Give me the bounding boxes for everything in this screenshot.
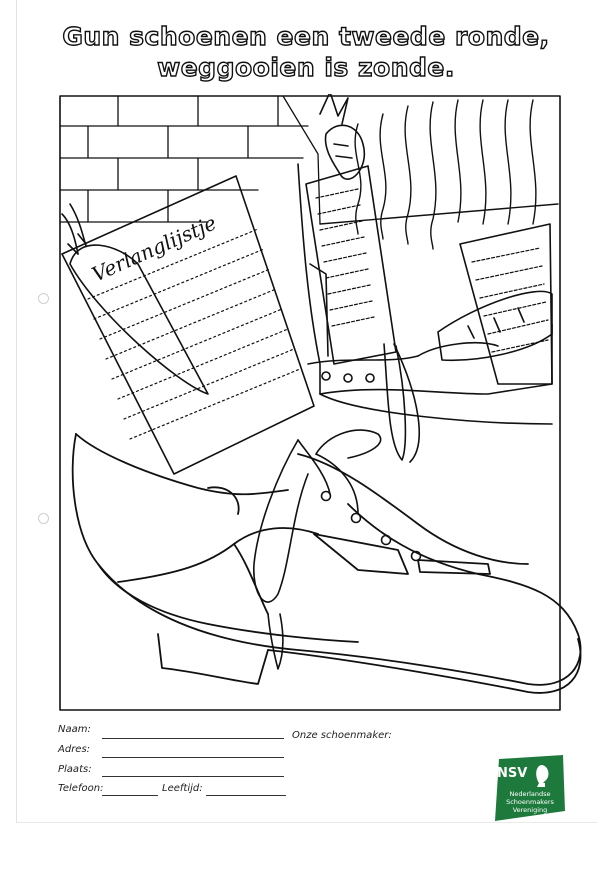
wish-list-paper <box>61 175 315 475</box>
punch-hole <box>38 513 49 524</box>
punch-hole <box>38 293 49 304</box>
phone-label: Telefoon: <box>58 783 104 794</box>
lace-front <box>253 429 382 670</box>
title-line-1: Gun schoenen een tweede ronde, <box>62 21 550 51</box>
shoemaker-label: Onze schoenmaker: <box>292 730 392 741</box>
shoe-eyelets <box>320 490 422 562</box>
address-field-line[interactable] <box>102 757 284 758</box>
nsv-logo <box>495 755 565 821</box>
logo-abbr: NSV <box>497 766 528 781</box>
list-paper-back <box>305 165 397 365</box>
place-field-line[interactable] <box>102 776 284 777</box>
illustration-frame <box>59 95 561 711</box>
age-field-line[interactable] <box>206 795 286 796</box>
phone-field-line[interactable] <box>102 795 158 796</box>
brick-wall <box>59 95 321 225</box>
address-label: Adres: <box>58 744 91 755</box>
title-line-2: weggooien is zonde. <box>156 52 455 82</box>
page-edge <box>16 0 597 823</box>
carrot-right <box>437 290 553 362</box>
back-shoe <box>297 163 553 425</box>
place-label: Plaats: <box>58 764 92 775</box>
age-label: Leeftijd: <box>162 783 203 794</box>
list-paper-right <box>459 223 553 385</box>
carrot-left <box>61 203 209 395</box>
radiator <box>319 99 559 250</box>
name-label: Naam: <box>58 724 91 735</box>
shoe-last-icon <box>536 765 549 787</box>
front-shoe <box>71 433 582 694</box>
coloring-illustration: Verlanglijstje <box>59 94 582 711</box>
name-field-line[interactable] <box>102 738 284 739</box>
carrot-top <box>319 94 366 180</box>
lace-back <box>383 343 420 463</box>
logo-line-2: Schoenmakers <box>506 798 554 806</box>
logo-line-1: Nederlandse <box>509 790 551 798</box>
logo-line-3: Vereniging <box>512 806 548 814</box>
